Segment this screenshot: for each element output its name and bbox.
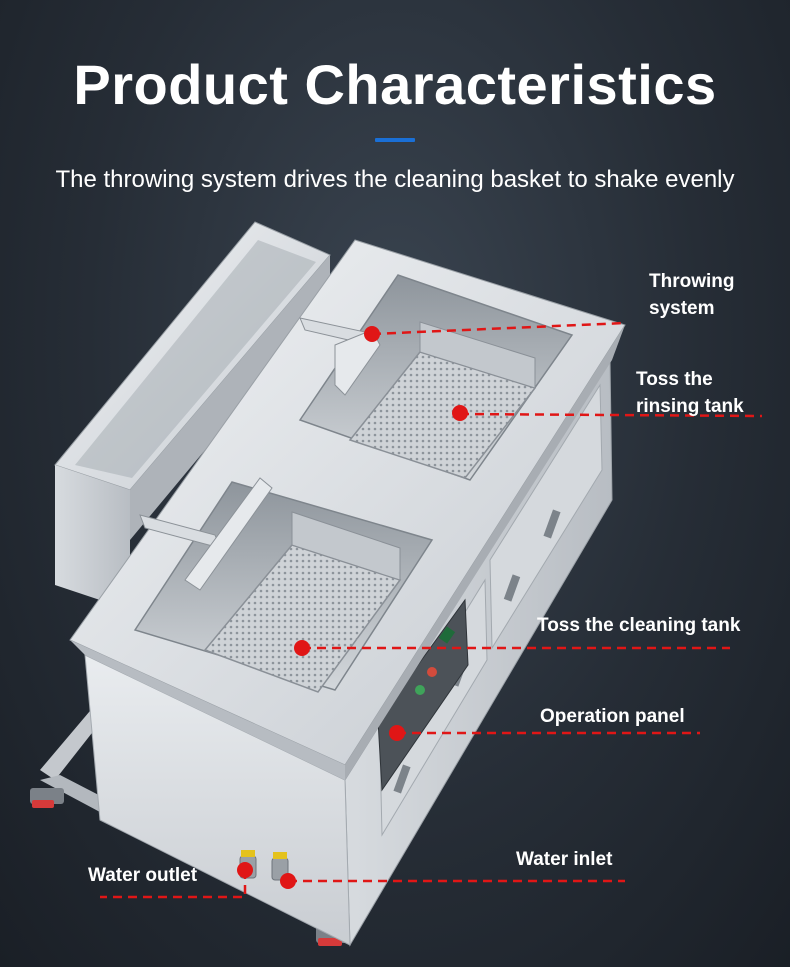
panel-display bbox=[438, 626, 456, 644]
water-inlet-label: Water inlet bbox=[516, 849, 613, 870]
caster-brake bbox=[318, 938, 342, 946]
throwing-system-marker bbox=[364, 326, 380, 342]
top-front-lip bbox=[70, 640, 345, 780]
water-inlet-marker bbox=[280, 873, 296, 889]
rinsing-tank-marker bbox=[452, 405, 468, 421]
rinsing-tank-label-line1: Toss the bbox=[636, 369, 713, 390]
throwing-system-label: Throwing system bbox=[649, 268, 734, 322]
water-outlet-marker bbox=[237, 862, 253, 878]
panel-button bbox=[415, 685, 425, 695]
drawer-handle bbox=[393, 764, 411, 794]
cleaning-basket-wall bbox=[291, 511, 401, 581]
water-outlet-label: Water outlet bbox=[88, 865, 198, 886]
rinsing-tank-label-line2: rinsing tank bbox=[636, 396, 744, 417]
throwing-system-label-line1: Throwing bbox=[649, 271, 735, 292]
page-title: Product Characteristics bbox=[73, 53, 717, 116]
throwing-system-label-line2: system bbox=[649, 298, 715, 319]
valve-handle bbox=[273, 852, 287, 859]
rinsing-tank-leader bbox=[459, 412, 763, 418]
panel-button bbox=[427, 667, 437, 677]
throwing-arm bbox=[184, 477, 273, 591]
top-side-lip bbox=[345, 325, 625, 780]
page-subtitle: The throwing system drives the cleaning … bbox=[55, 166, 735, 193]
throwing-housing-front bbox=[55, 465, 130, 610]
operation-panel-marker bbox=[389, 725, 405, 741]
drawer-handle bbox=[503, 574, 521, 602]
throwing-system-leader bbox=[371, 321, 626, 336]
cleaning-tank-marker bbox=[294, 640, 310, 656]
rinsing-tank-label: Toss the rinsing tank bbox=[636, 366, 744, 420]
caster-brake bbox=[32, 800, 54, 808]
valve-handle bbox=[241, 850, 255, 857]
title-accent-bar bbox=[375, 138, 415, 142]
cleaning-tank-label: Toss the cleaning tank bbox=[537, 615, 741, 636]
drawer-handle bbox=[543, 509, 561, 539]
water-outlet-leader bbox=[100, 870, 247, 899]
throwing-housing-side bbox=[130, 255, 330, 540]
throwing-housing-window bbox=[75, 240, 316, 478]
operation-panel-label: Operation panel bbox=[540, 706, 685, 727]
